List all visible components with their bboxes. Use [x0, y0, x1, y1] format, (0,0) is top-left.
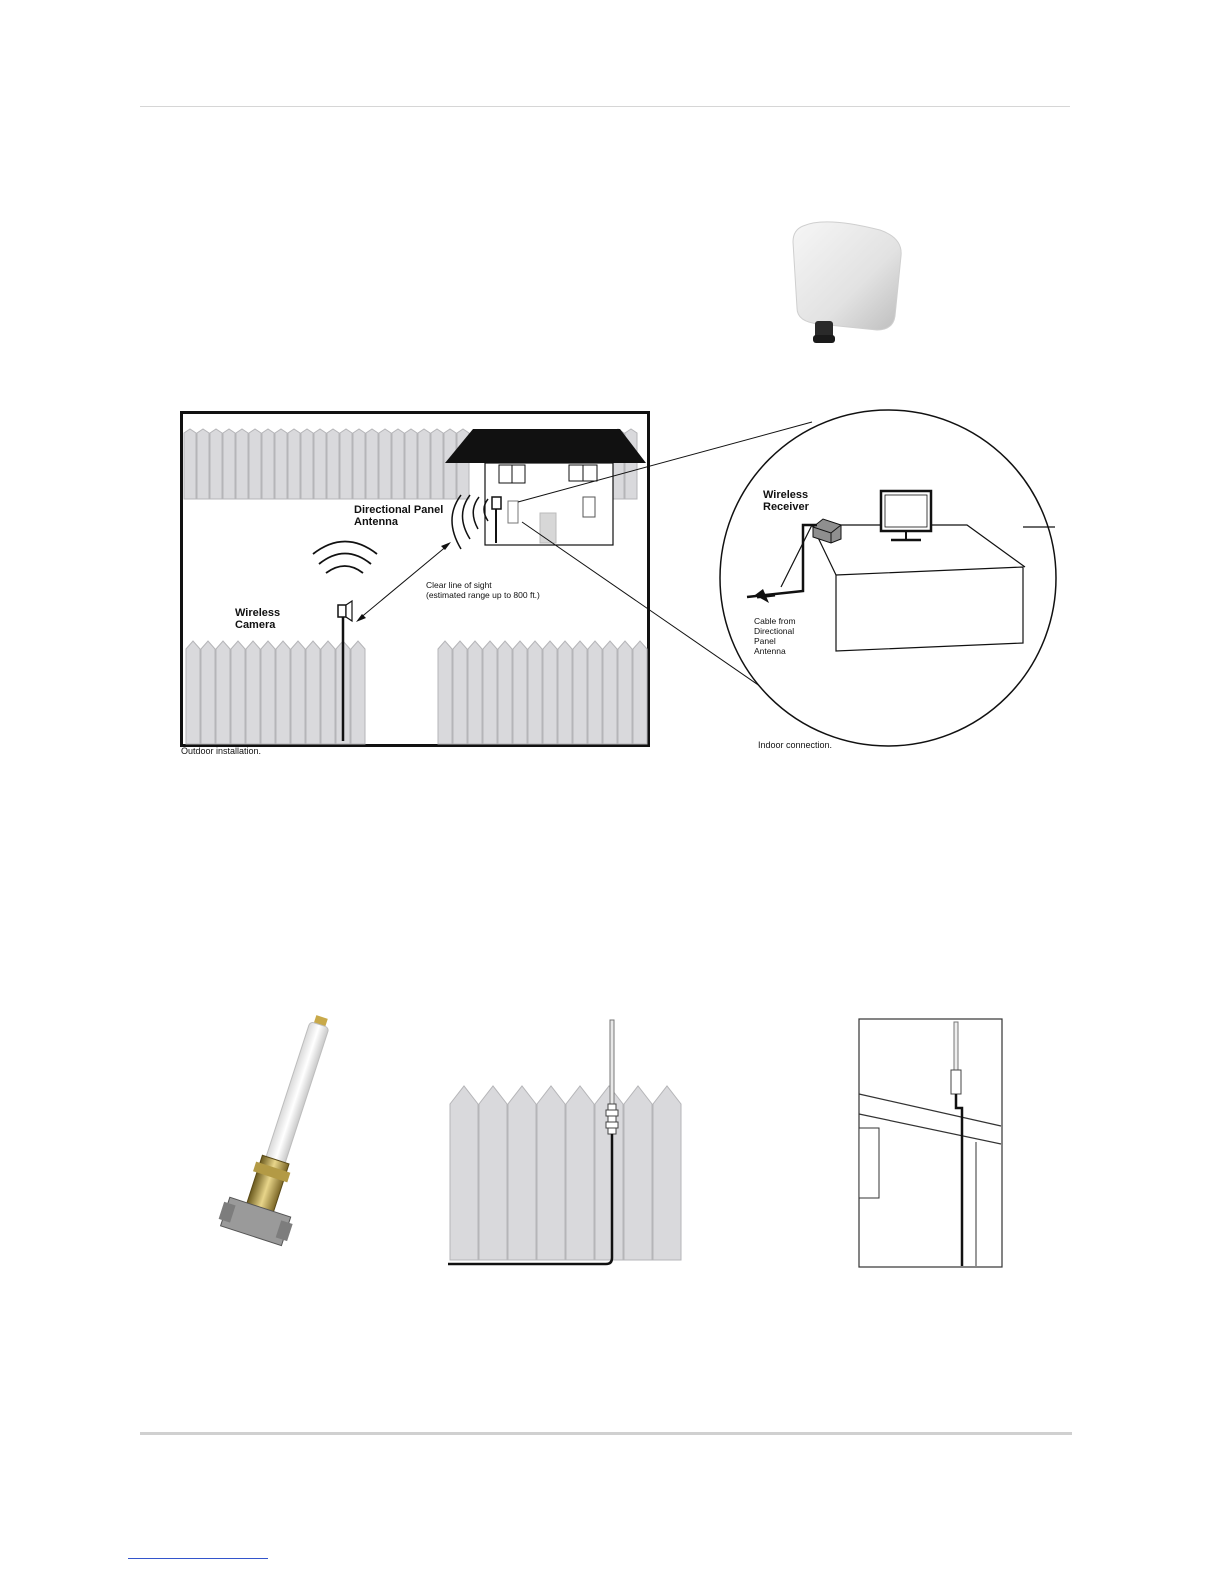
- wireless-camera-label: Wireless Camera: [235, 607, 280, 631]
- panel-antenna-photo: [785, 218, 910, 353]
- wireless-receiver-label: Wireless Receiver: [763, 489, 809, 513]
- indoor-connection-diagram: [717, 407, 1059, 749]
- outdoor-installation-diagram: [180, 411, 650, 747]
- fence-mount-illustration: [444, 1018, 689, 1270]
- footer-rule: [140, 1432, 1072, 1435]
- cable-from-antenna-label: Cable from Directional Panel Antenna: [754, 616, 796, 656]
- header-rule: [140, 106, 1070, 107]
- line-of-sight-label: Clear line of sight (estimated range up …: [426, 580, 540, 600]
- outdoor-caption: Outdoor installation.: [181, 746, 261, 756]
- omni-antenna-photo: [180, 1010, 380, 1275]
- indoor-caption: Indoor connection.: [758, 740, 832, 750]
- eave-mount-illustration: [858, 1018, 1004, 1270]
- directional-panel-antenna-label: Directional Panel Antenna: [354, 504, 443, 528]
- footer-link-underline[interactable]: [128, 1558, 268, 1559]
